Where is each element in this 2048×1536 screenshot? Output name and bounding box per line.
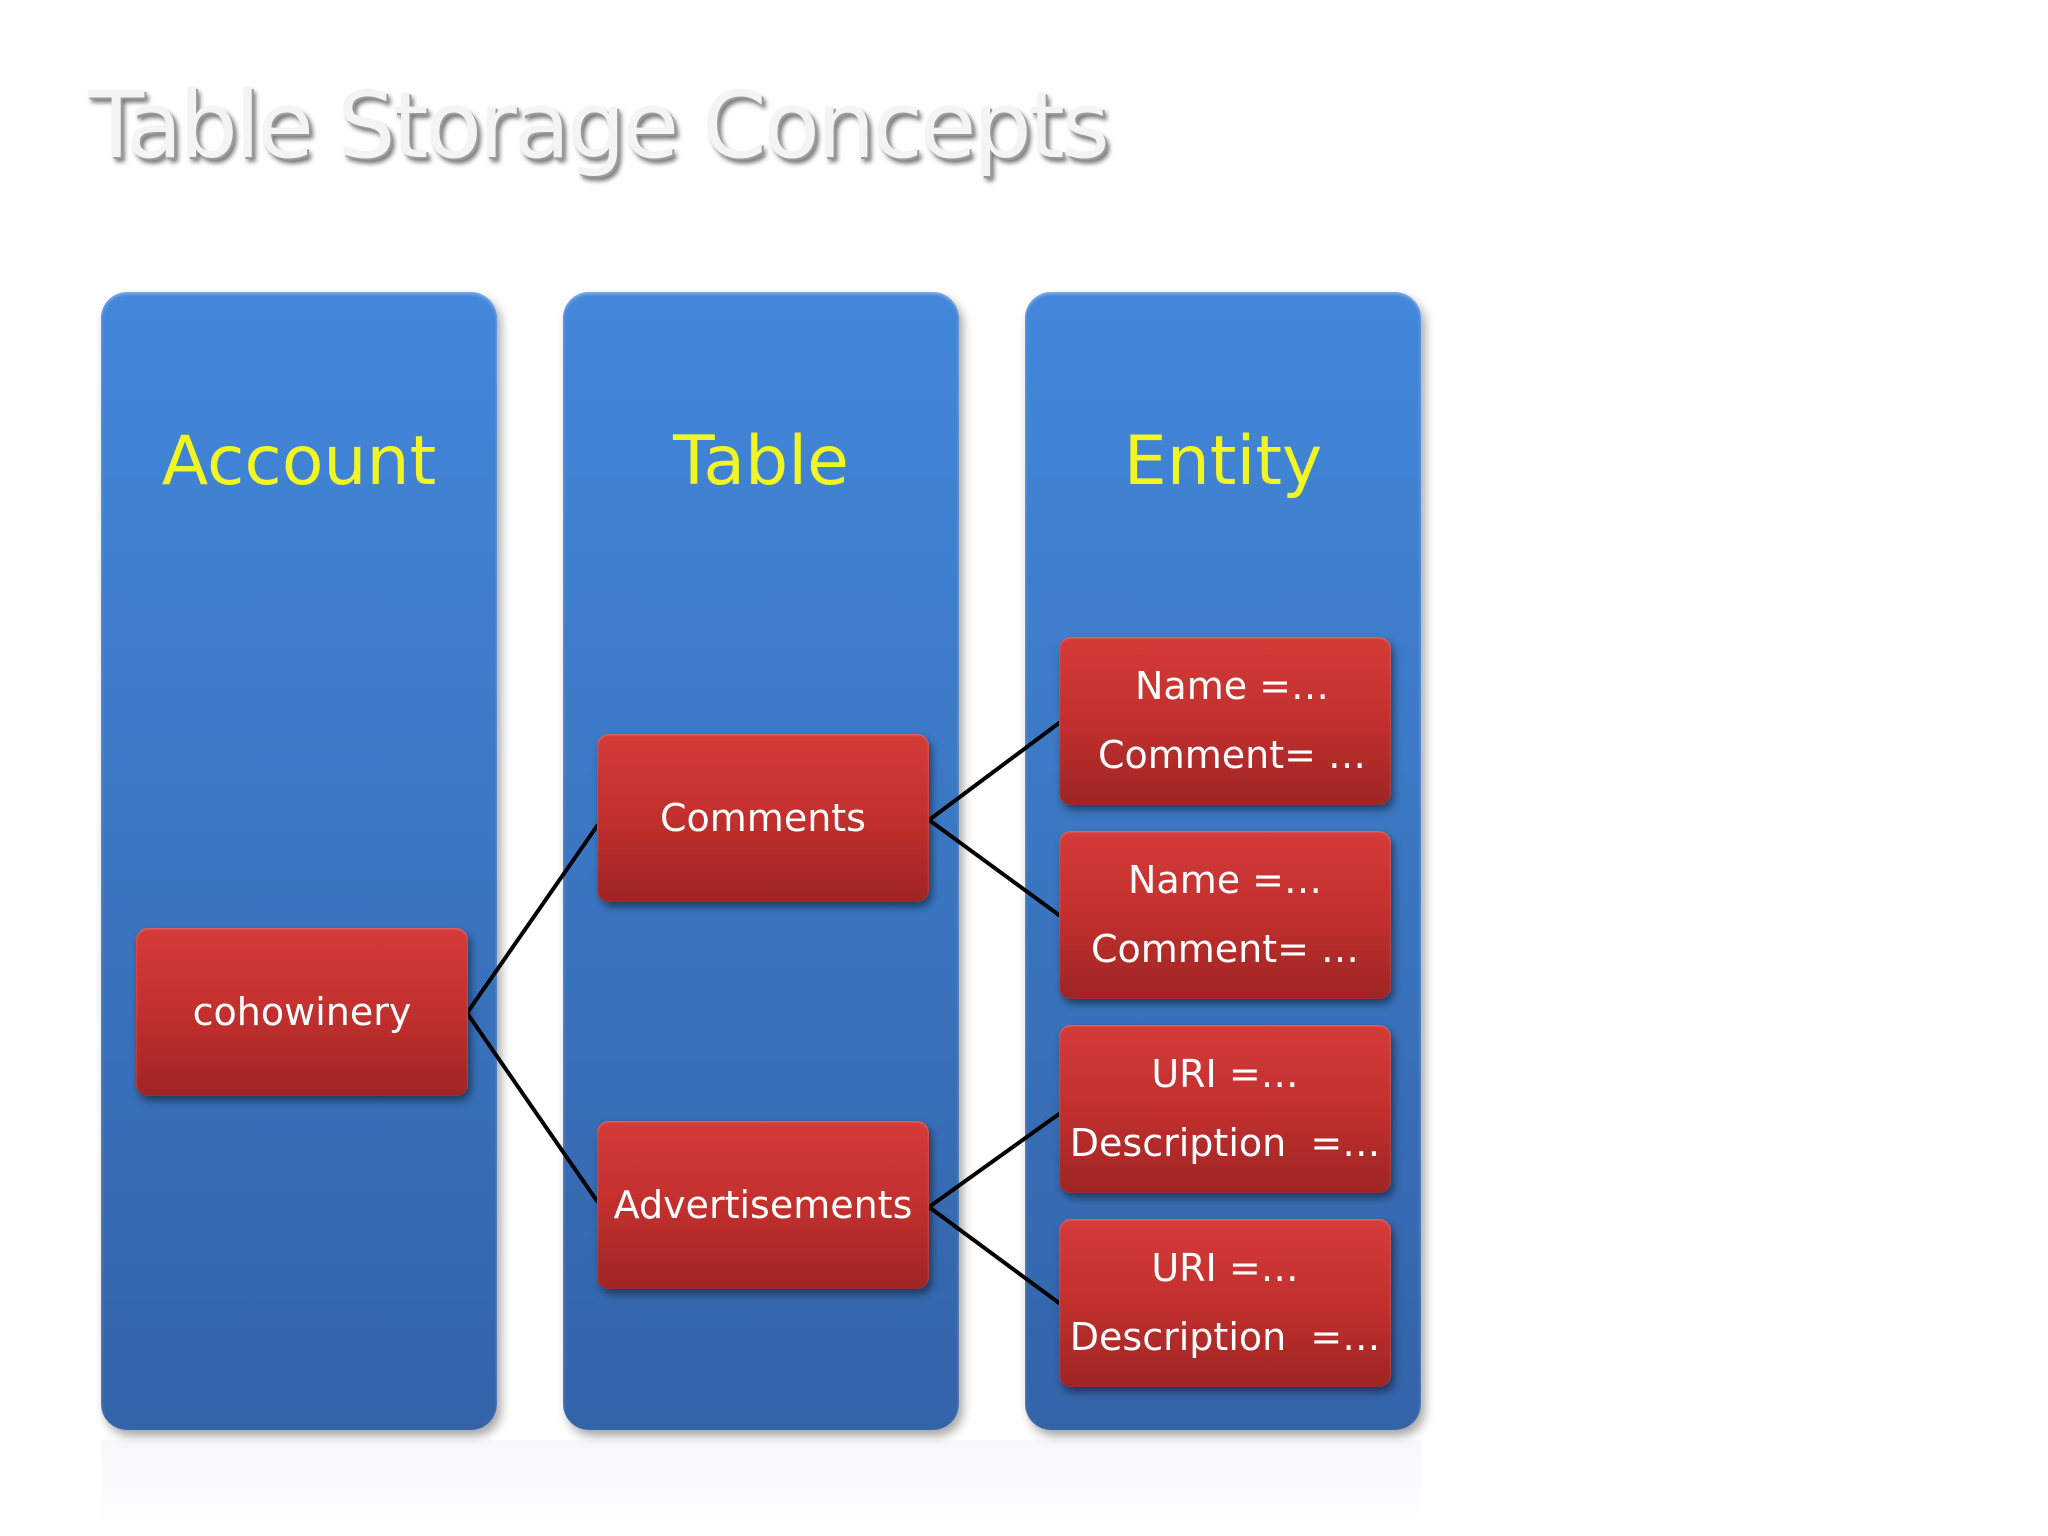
account-column: Account <box>101 292 497 1430</box>
entity-node-line2: Description =… <box>1069 1315 1381 1359</box>
column-reflection <box>101 1440 1421 1536</box>
entity-node-line1: URI =… <box>1151 1052 1299 1096</box>
table-header: Table <box>673 422 849 501</box>
entity-node-line2: Comment= … <box>1090 927 1360 971</box>
entity-header: Entity <box>1123 422 1323 501</box>
entity-node-line2: Description =… <box>1069 1121 1381 1165</box>
table-node-label: Advertisements <box>613 1182 913 1227</box>
entity-node: URI =… Description =… <box>1059 1025 1391 1193</box>
entity-node-line1: Name =… <box>1134 664 1330 708</box>
table-node-label: Comments <box>660 795 866 840</box>
account-header: Account <box>161 422 437 501</box>
account-node-cohowinery: cohowinery <box>136 928 468 1096</box>
entity-node: Name =… Comment= … <box>1059 831 1391 999</box>
account-node-label: cohowinery <box>192 989 412 1034</box>
entity-node-line2: Comment= … <box>1097 733 1367 777</box>
entity-node: URI =… Description =… <box>1059 1219 1391 1387</box>
entity-node-line1: URI =… <box>1151 1246 1299 1290</box>
entity-node: Name =… Comment= … <box>1059 637 1391 805</box>
table-node-comments: Comments <box>597 734 929 902</box>
entity-node-line1: Name =… <box>1127 858 1323 902</box>
slide-title: Table Storage Concepts <box>88 72 1110 179</box>
table-node-advertisements: Advertisements <box>597 1121 929 1289</box>
